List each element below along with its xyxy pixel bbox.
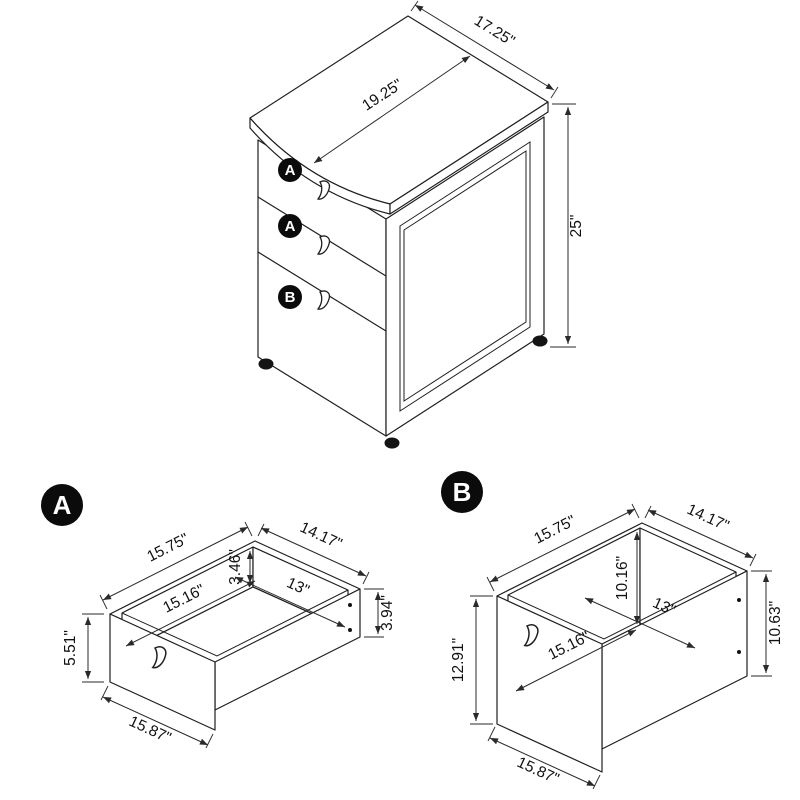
detail-a-drawing: A 15.75" 14.17" 3.46" 15.16" 13" xyxy=(41,484,396,749)
dim-line-b-bottom xyxy=(489,737,596,787)
detail-b-drawing: B 15.75" 14.17" 10.16" 15.16" 13" xyxy=(441,471,784,790)
cabinet-foot xyxy=(384,437,400,449)
dim-line-b-inner-side xyxy=(584,597,696,649)
cabinet-side-face xyxy=(385,116,545,437)
extension-line xyxy=(410,0,419,12)
detail-b-badge xyxy=(441,471,483,513)
dim-b-inner-depth: 10.16" xyxy=(614,556,631,600)
dim-b-top-edge: 15.75" xyxy=(531,512,578,547)
dim-cabinet-width: 17.25" xyxy=(471,12,518,50)
dim-b-side-height: 10.63" xyxy=(767,601,784,645)
extension-line xyxy=(362,571,370,585)
drawer-handle-icon xyxy=(316,235,331,255)
drawer-handle-icon xyxy=(316,290,331,310)
dim-line-b-side-top xyxy=(647,509,754,559)
detail-b-label: B xyxy=(453,477,472,507)
drawer-handle-icon xyxy=(151,646,167,669)
extension-line xyxy=(100,685,109,701)
detail-a-badge xyxy=(41,484,83,526)
drawer-badge-a1-label: A xyxy=(285,162,296,179)
mount-hole-dot xyxy=(348,603,352,607)
dim-a-inner-depth: 3.46" xyxy=(227,549,244,585)
dim-line-a-inner-width xyxy=(125,580,256,647)
dim-b-bottom-edge: 15.87" xyxy=(514,754,561,788)
extension-line xyxy=(644,505,652,519)
dim-line-a-inner-side xyxy=(234,576,346,628)
drawer-badge-b-label: B xyxy=(285,289,296,306)
drawer-badge-b xyxy=(278,285,302,309)
dim-line-cabinet-width xyxy=(414,4,555,91)
side-panel-inner-frame xyxy=(403,150,527,402)
dim-line-b-top xyxy=(489,508,636,583)
dim-a-top-edge: 15.75" xyxy=(144,530,191,565)
extension-line xyxy=(592,774,601,790)
dim-a-front-height: 5.51" xyxy=(62,630,79,666)
drawer-badge-a1 xyxy=(278,158,302,182)
dim-line-cabinet-depth xyxy=(313,55,471,164)
extension-line xyxy=(205,733,214,749)
extension-line xyxy=(487,726,496,742)
cabinet-foot xyxy=(532,335,548,347)
dim-line-a-bottom xyxy=(102,696,209,746)
dim-cabinet-height: 25" xyxy=(568,215,585,238)
mount-hole-dot xyxy=(737,650,741,654)
mount-hole-dot xyxy=(737,598,741,602)
dim-a-side-height: 3.94" xyxy=(379,595,396,631)
extension-line xyxy=(486,576,495,592)
extension-line xyxy=(749,553,757,567)
drawer-badge-a2-label: A xyxy=(285,218,296,235)
extension-line xyxy=(99,594,108,610)
extension-line xyxy=(631,503,640,519)
extension-line xyxy=(550,86,559,99)
extension-line xyxy=(257,523,265,537)
extension-line xyxy=(244,521,253,537)
detail-a-label: A xyxy=(53,490,72,520)
side-panel-outer-frame xyxy=(399,141,531,412)
drawer-badge-a2 xyxy=(278,214,302,238)
cabinet-drawing: A A B 17.25" 19.25" 25" xyxy=(249,0,585,449)
dim-b-front-height: 12.91" xyxy=(450,638,467,682)
cabinet-foot xyxy=(258,358,274,370)
drawer-handle-icon xyxy=(316,180,331,200)
dim-line-a-side-top xyxy=(260,527,367,577)
mount-hole-dot xyxy=(348,628,352,632)
